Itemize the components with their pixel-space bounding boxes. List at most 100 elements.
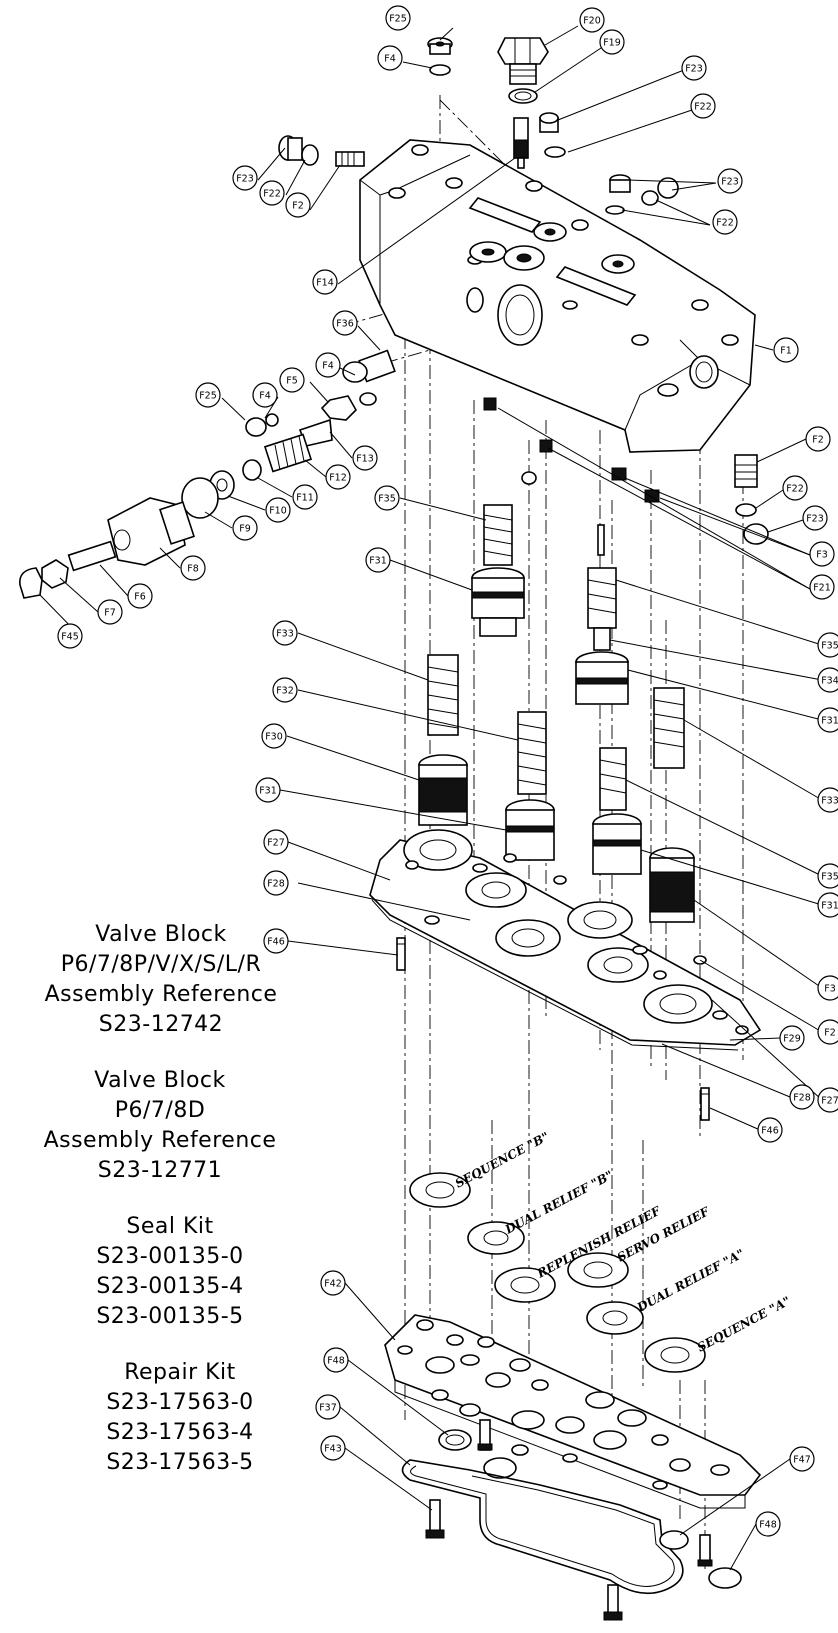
callout-f25: F25 — [385, 5, 411, 31]
callout-balloon — [782, 475, 808, 501]
callout-f33: F33 — [272, 620, 298, 646]
callout-balloon — [320, 1270, 346, 1296]
top-fittings — [427, 37, 679, 215]
repair-kit-block: Repair Kit S23-17563-0 S23-17563-4 S23-1… — [70, 1358, 290, 1478]
callout-label: F11 — [296, 493, 314, 504]
callout-label: F19 — [603, 38, 621, 49]
callout-f2: F2 — [285, 192, 311, 218]
callout-label: F34 — [821, 676, 838, 687]
callout-f4: F4 — [252, 382, 278, 408]
callout-f5: F5 — [279, 367, 305, 393]
callout-f28: F28 — [789, 1084, 815, 1110]
callout-label: F6 — [134, 592, 146, 603]
callout-balloon — [285, 192, 311, 218]
callout-balloon — [779, 1025, 805, 1051]
ref-line: Valve Block — [95, 922, 227, 947]
callout-balloon — [332, 310, 358, 336]
callout-balloon — [279, 367, 305, 393]
callout-label: F21 — [813, 583, 831, 594]
callout-f3: F3 — [817, 975, 838, 1001]
callout-balloon — [817, 632, 838, 658]
callout-balloon — [817, 667, 838, 693]
callout-balloon — [272, 677, 298, 703]
callout-balloon — [263, 870, 289, 896]
callout-label: F22 — [716, 218, 734, 229]
callout-label: F3 — [824, 984, 836, 995]
callout-f31: F31 — [817, 892, 838, 918]
ref-line: S23-17563-4 — [106, 1420, 254, 1445]
callout-label: F27 — [267, 838, 285, 849]
callout-label: F37 — [319, 1403, 337, 1414]
callout-balloon — [599, 29, 625, 55]
callout-balloon — [385, 5, 411, 31]
callout-label: F23 — [806, 514, 824, 525]
callout-f22: F22 — [712, 209, 738, 235]
ref-line: Valve Block — [94, 1068, 226, 1093]
callout-balloon — [789, 1446, 815, 1472]
callout-balloon — [232, 515, 258, 541]
callout-label: F23 — [236, 174, 254, 185]
callout-balloon — [365, 547, 391, 573]
callout-f46: F46 — [757, 1117, 783, 1143]
callout-f19: F19 — [599, 29, 625, 55]
callout-label: F43 — [324, 1444, 342, 1455]
callout-balloon — [180, 555, 206, 581]
callout-label: F23 — [685, 64, 703, 75]
port-label-sequence-a: SEQUENCE "A" — [695, 1294, 793, 1355]
callout-balloon — [817, 707, 838, 733]
callout-label: F25 — [199, 391, 217, 402]
callout-f29: F29 — [779, 1025, 805, 1051]
callout-f12: F12 — [325, 464, 351, 490]
callout-balloon — [817, 787, 838, 813]
callout-f9: F9 — [232, 515, 258, 541]
port-label-dual-relief-a: DUAL RELIEF "A" — [634, 1246, 747, 1315]
ref-line: S23-12771 — [97, 1158, 223, 1183]
callout-label: F42 — [324, 1279, 342, 1290]
callout-label: F29 — [783, 1034, 801, 1045]
callout-label: F12 — [329, 473, 347, 484]
callout-balloon — [712, 209, 738, 235]
callout-balloon — [272, 620, 298, 646]
bottom-fasteners — [401, 1419, 742, 1621]
callout-f37: F37 — [315, 1394, 341, 1420]
gasket-plate — [369, 829, 762, 1051]
callout-f22: F22 — [259, 180, 285, 206]
dowel-pins — [396, 937, 710, 1121]
ref-line: Repair Kit — [124, 1360, 236, 1385]
callout-label: F28 — [793, 1093, 811, 1104]
ref-line: Assembly Reference — [44, 982, 278, 1007]
callout-label: F2 — [824, 1028, 836, 1039]
callout-f31: F31 — [365, 547, 391, 573]
callout-balloon — [259, 180, 285, 206]
callout-label: F2 — [292, 201, 304, 212]
callout-label: F31 — [259, 786, 277, 797]
callout-balloon — [817, 1087, 838, 1113]
callout-balloon — [374, 485, 400, 511]
callout-label: F25 — [389, 14, 407, 25]
callout-f13: F13 — [352, 445, 378, 471]
ref-line: S23-17563-0 — [106, 1390, 254, 1415]
callout-f48: F48 — [323, 1347, 349, 1373]
bottom-plate — [384, 1314, 762, 1509]
main-valve-block — [359, 139, 756, 453]
callout-balloon — [789, 1084, 815, 1110]
callout-f25: F25 — [195, 382, 221, 408]
ref-line: P6/7/8P/V/X/S/L/R — [60, 952, 262, 977]
assembly-ref-block-1: Valve Block P6/7/8P/V/X/S/L/R Assembly R… — [8, 920, 314, 1040]
callout-balloon — [325, 464, 351, 490]
callout-balloon — [232, 165, 258, 191]
callout-label: F33 — [821, 796, 838, 807]
callout-balloon — [352, 445, 378, 471]
callout-label: F48 — [327, 1356, 345, 1367]
callout-label: F4 — [322, 361, 334, 372]
assembly-ref-block-2: Valve Block P6/7/8D Assembly Reference S… — [20, 1066, 300, 1186]
port-label-dual-relief-b: DUAL RELIEF "B" — [502, 1168, 615, 1237]
callout-balloon — [97, 599, 123, 625]
callout-f2: F2 — [805, 426, 831, 452]
callout-balloon — [292, 484, 318, 510]
callout-f30: F30 — [261, 723, 287, 749]
callout-balloon — [127, 583, 153, 609]
callout-label: F45 — [61, 632, 79, 643]
port-seals — [409, 1172, 706, 1373]
